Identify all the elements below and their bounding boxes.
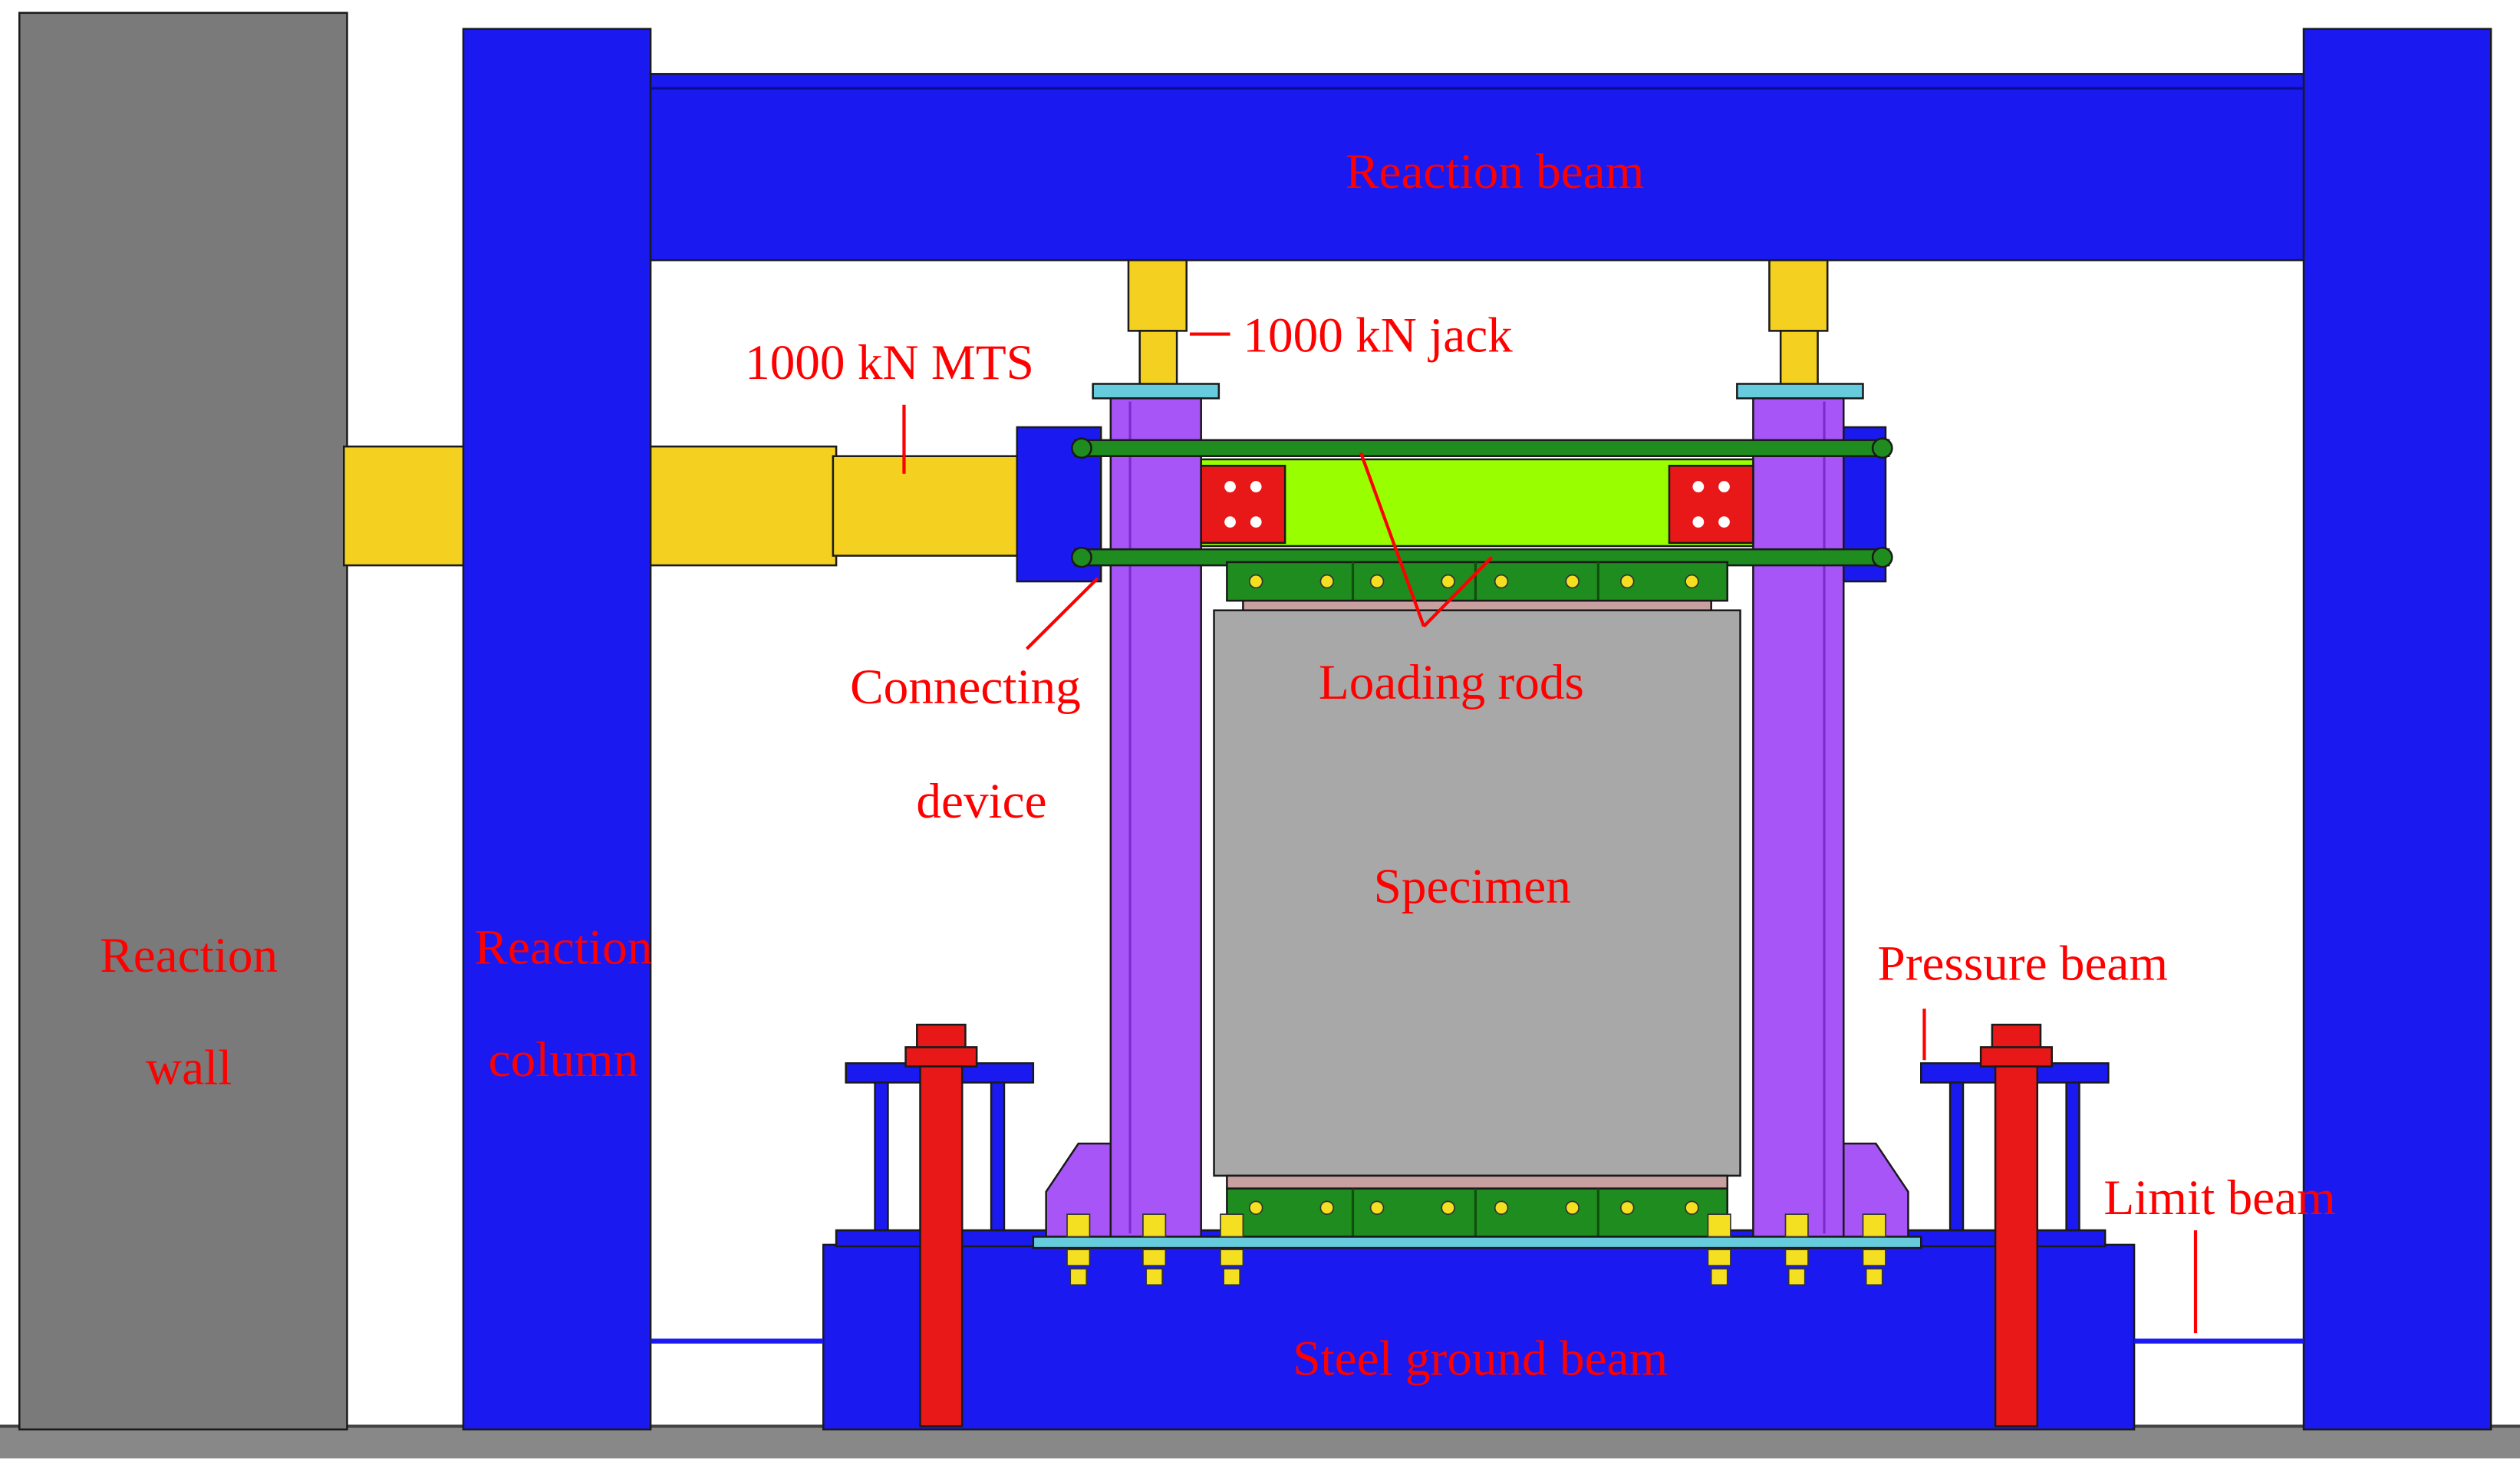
label-reaction-beam: Reaction beam — [1346, 144, 1644, 199]
pressure-beam-frame-right — [1919, 1023, 2110, 1427]
ground-floor — [0, 1426, 2520, 1459]
pressure-beam-frame-left — [845, 1023, 1035, 1427]
vertical-jack-left — [1092, 258, 1220, 400]
leader-loading-rods-a — [1359, 452, 1426, 627]
specimen-wall — [1213, 609, 1741, 1177]
leader-connecting-device — [1025, 577, 1099, 650]
label-steel-ground-beam: Steel ground beam — [1293, 1331, 1668, 1387]
reaction-column-left — [462, 28, 652, 1430]
purple-column-right — [1752, 397, 1909, 1238]
label-reaction-wall-line2: wall — [146, 1041, 232, 1096]
loading-rod-top — [1071, 437, 1893, 459]
vertical-jack-right — [1736, 258, 1864, 400]
leader-loading-rods-b — [1422, 556, 1493, 628]
reaction-wall — [18, 12, 348, 1430]
anchor-bolts — [1066, 1213, 1886, 1286]
top-bolt-plate — [1226, 561, 1728, 612]
label-reaction-column-line2: column — [489, 1032, 639, 1088]
mts-actuator-body — [832, 455, 1022, 557]
steel-ground-beam — [822, 1243, 2136, 1430]
label-specimen: Specimen — [1374, 859, 1571, 914]
reaction-column-right — [2302, 28, 2492, 1430]
label-limit-beam: Limit beam — [2103, 1170, 2335, 1226]
purple-column-left — [1045, 397, 1202, 1238]
label-connecting-device-line1: Connecting — [850, 660, 1081, 715]
label-reaction-wall-line1: Reaction — [100, 928, 278, 983]
label-jack: 1000 kN jack — [1243, 308, 1513, 364]
top-loading-beam — [1200, 458, 1754, 548]
label-connecting-device-line2: device — [916, 774, 1046, 829]
reaction-beam — [649, 73, 2305, 262]
label-reaction-column-line1: Reaction — [475, 920, 653, 976]
red-block-left — [1200, 465, 1286, 545]
red-block-right — [1668, 465, 1754, 545]
bottom-bolt-plate — [1226, 1174, 1728, 1238]
label-loading-rods: Loading rods — [1319, 655, 1584, 710]
label-mts: 1000 kN MTS — [745, 335, 1034, 390]
base-plate — [1032, 1236, 1922, 1249]
label-pressure-beam: Pressure beam — [1878, 936, 2169, 992]
